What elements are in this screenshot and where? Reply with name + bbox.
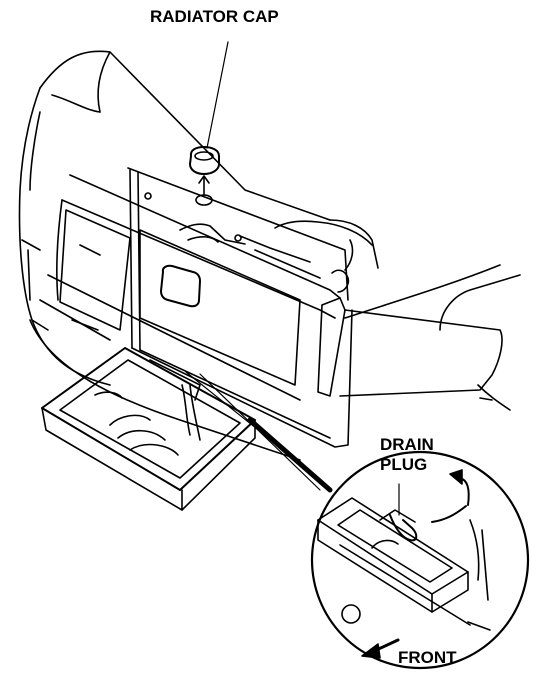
callout-leader (186, 372, 330, 490)
drain-plug-label: DRAIN PLUG (380, 435, 434, 475)
radiator (128, 168, 352, 447)
drain-plug-callout (312, 452, 528, 668)
front-label: FRONT (398, 648, 457, 667)
front-arrow-icon (362, 640, 398, 658)
radiator-cap-icon (190, 42, 228, 205)
drain-plug-label-line1: DRAIN (380, 435, 434, 454)
vehicle-body (20, 51, 521, 460)
radiator-cap-label: RADIATOR CAP (150, 7, 279, 26)
drain-pan (42, 348, 255, 510)
drain-plug-label-line2: PLUG (380, 455, 428, 474)
